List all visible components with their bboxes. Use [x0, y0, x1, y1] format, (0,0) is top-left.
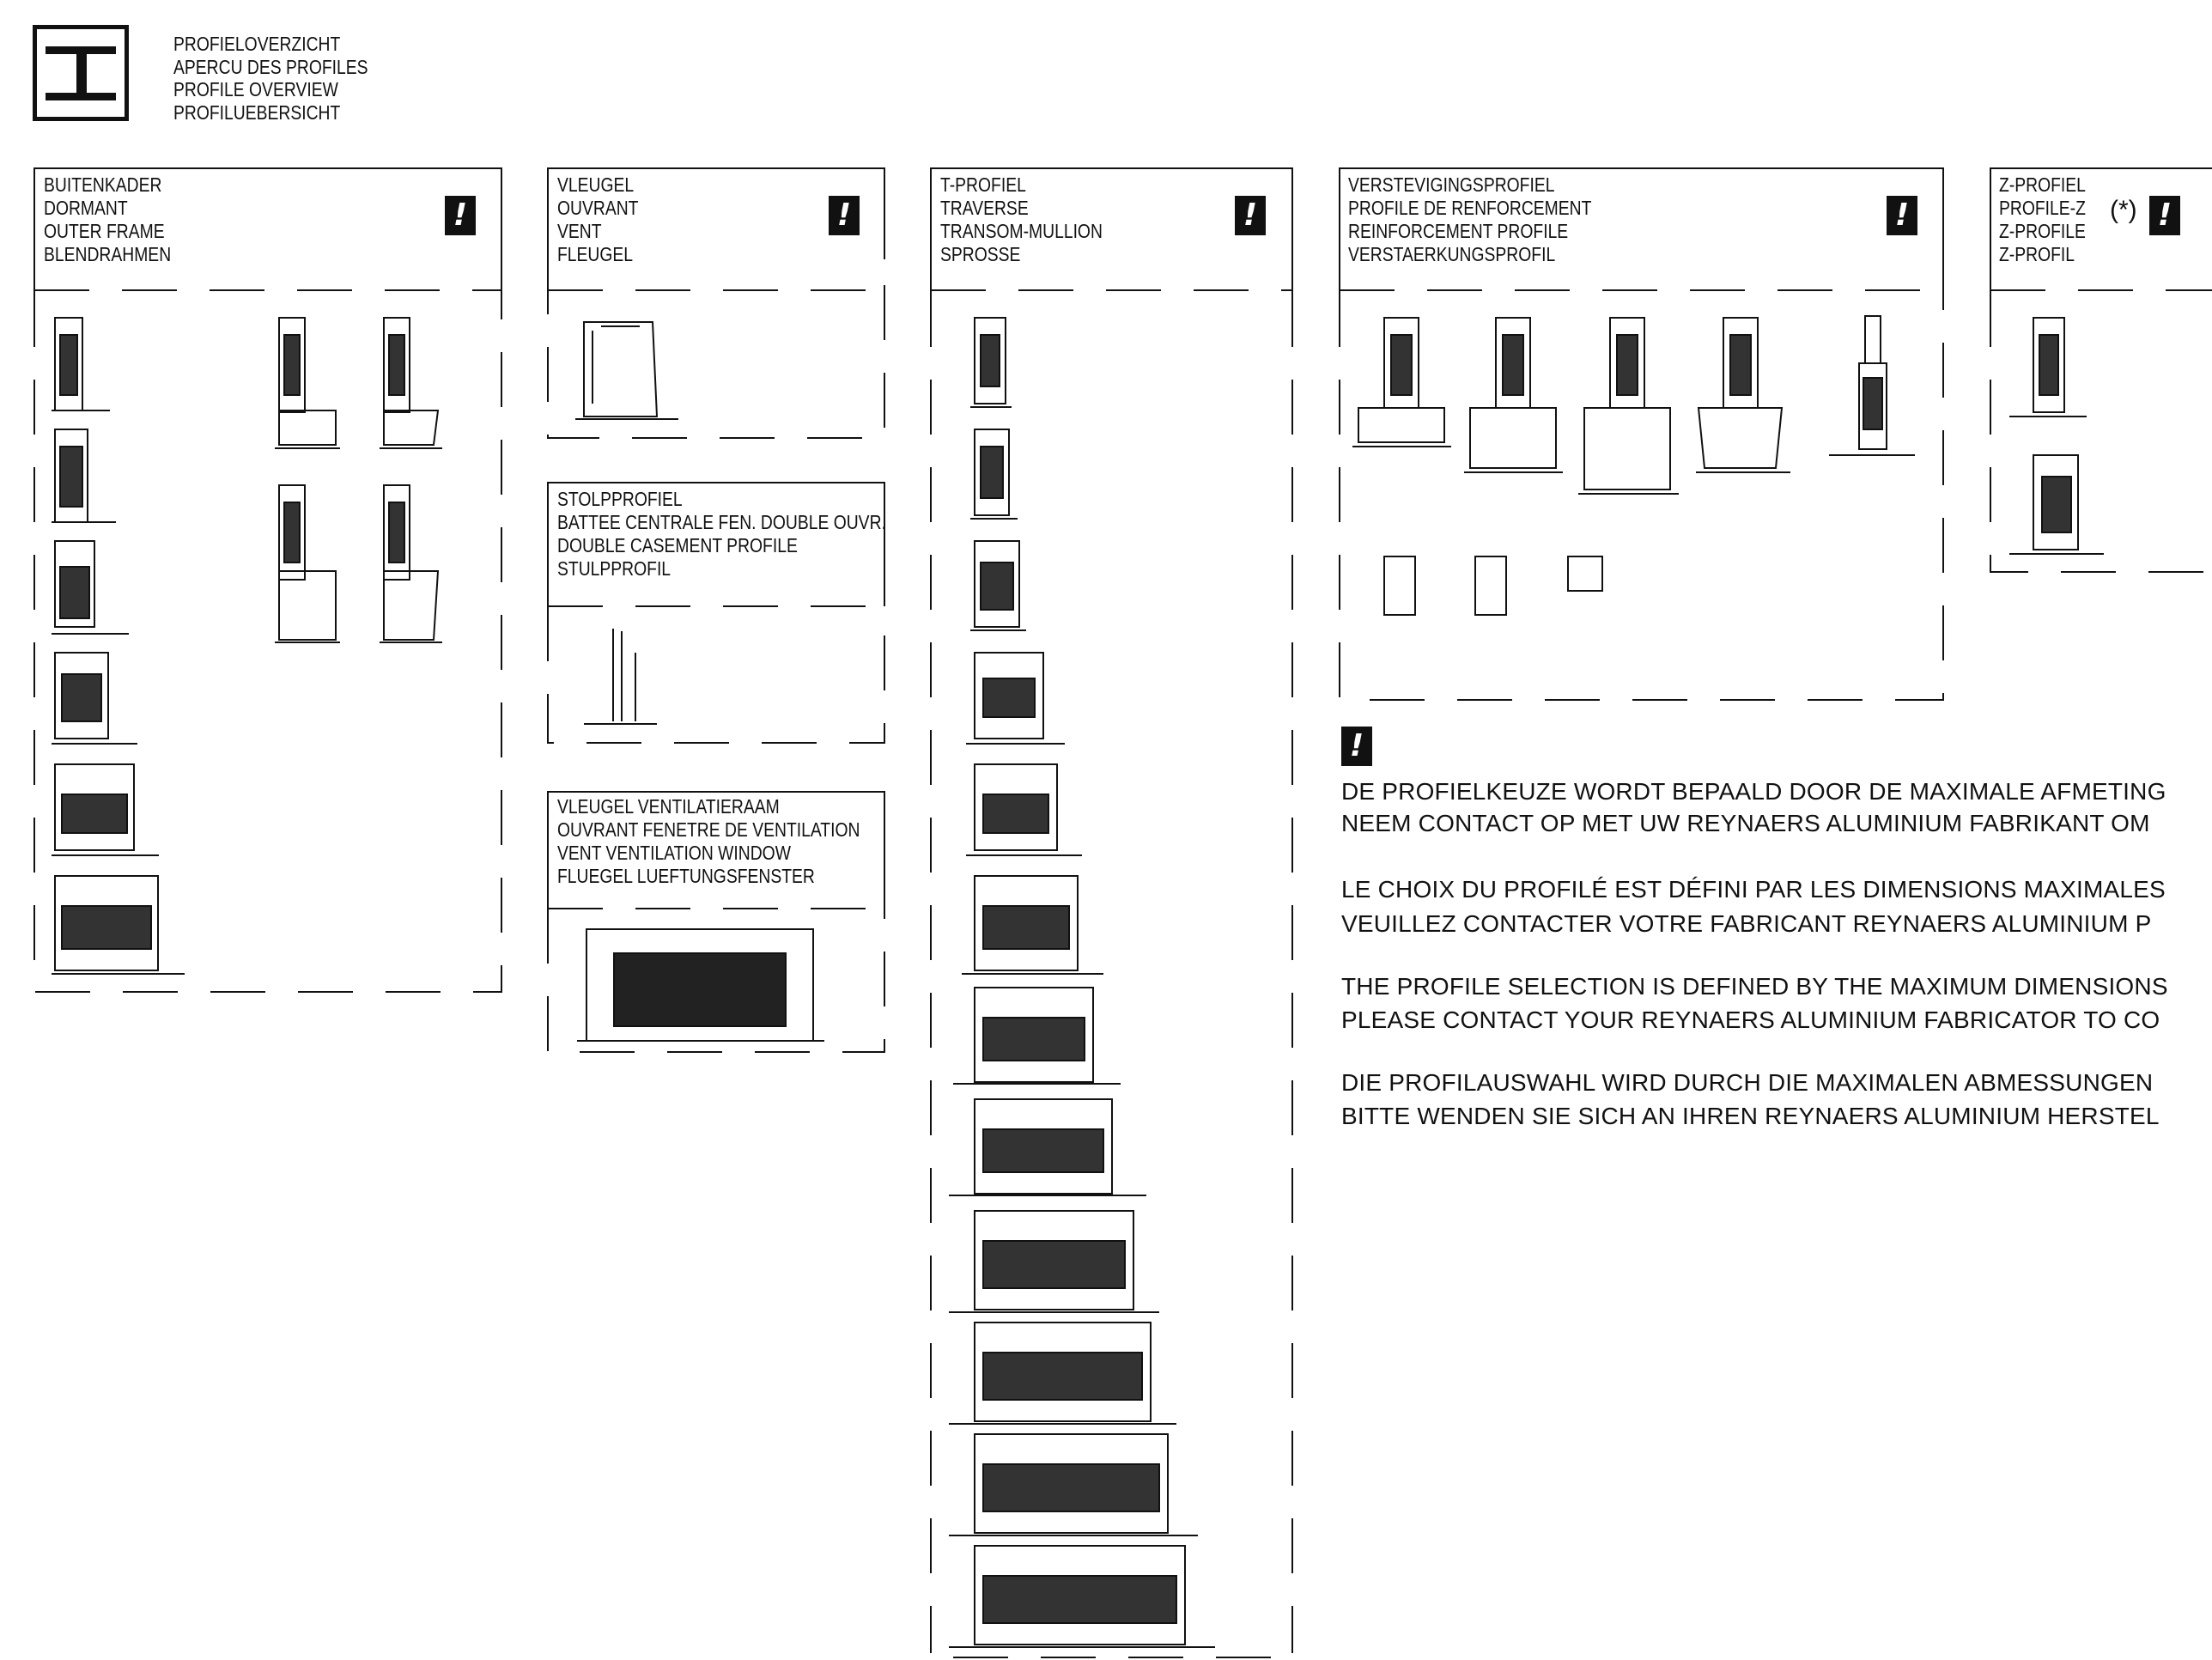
panel-title-reinforcement: VERSTEVIGINGSPROFIEL PROFILE DE RENFORCE… — [1348, 173, 1591, 266]
title-line: FLUEGEL LUEFTUNGSFENSTER — [557, 865, 815, 887]
panel-title-ventilation-vent: VLEUGEL VENTILATIERAAM OUVRANT FENETRE D… — [557, 795, 860, 888]
title-line: OUVRANT FENETRE DE VENTILATION — [557, 818, 860, 841]
profile-logo-icon — [33, 25, 129, 121]
title-line: VENT — [557, 220, 602, 242]
title-line: VLEUGEL VENTILATIERAAM — [557, 795, 780, 818]
note-line-en-2: PLEASE CONTACT YOUR REYNAERS ALUMINIUM F… — [1341, 1006, 2160, 1033]
warning-icon: ! — [829, 196, 860, 235]
panel-title-t-profile: T-PROFIEL TRAVERSE TRANSOM-MULLION SPROS… — [940, 173, 1103, 266]
title-line: STULPPROFIL — [557, 557, 672, 580]
title-line: BLENDRAHMEN — [44, 243, 172, 265]
title-line: OUTER FRAME — [44, 220, 165, 242]
header-line: PROFILE OVERVIEW — [173, 78, 338, 100]
note-line-de-1: DIE PROFILAUSWAHL WIRD DURCH DIE MAXIMAL… — [1341, 1069, 2154, 1096]
panel-title-vent: VLEUGEL OUVRANT VENT FLEUGEL — [557, 173, 638, 266]
panel-title-z-profile: Z-PROFIEL PROFILE-Z Z-PROFILE Z-PROFIL — [1999, 173, 2086, 266]
title-line: DORMANT — [44, 197, 128, 219]
title-line: VLEUGEL — [557, 173, 635, 196]
note-line-nl-1: DE PROFIELKEUZE WORDT BEPAALD DOOR DE MA… — [1341, 778, 2166, 805]
z-profile-drawings — [2009, 317, 2104, 555]
title-line: STOLPPROFIEL — [557, 488, 683, 510]
title-line: VERSTAERKUNGSPROFIL — [1348, 243, 1556, 265]
note-line-nl-2: NEEM CONTACT OP MET UW REYNAERS ALUMINIU… — [1341, 810, 2150, 836]
panel-title-double-casement: STOLPPROFIEL BATTEE CENTRALE FEN. DOUBLE… — [557, 488, 886, 581]
z-profile-marker: (*) — [2110, 196, 2137, 224]
title-line: DOUBLE CASEMENT PROFILE — [557, 534, 798, 556]
panel-title-outer-frame: BUITENKADER DORMANT OUTER FRAME BLENDRAH… — [44, 173, 171, 266]
title-line: OUVRANT — [557, 197, 639, 219]
title-line: SPROSSE — [940, 243, 1021, 265]
header-line: PROFILUEBERSICHT — [173, 100, 341, 124]
notes-warning-icon: ! — [1341, 727, 1372, 766]
document-header: PROFIELOVERZICHT APERCU DES PROFILES PRO… — [173, 33, 368, 124]
title-line: FLEUGEL — [557, 243, 634, 265]
title-line: Z-PROFIL — [1999, 243, 2075, 265]
title-line: PROFILE-Z — [1999, 197, 2086, 219]
t-profile-drawings — [949, 317, 1215, 1648]
title-line: VERSTEVIGINGSPROFIEL — [1348, 173, 1555, 196]
note-line-de-2: BITTE WENDEN SIE SICH AN IHREN REYNAERS … — [1341, 1103, 2160, 1129]
title-line: T-PROFIEL — [940, 173, 1026, 196]
header-line: PROFIELOVERZICHT — [173, 33, 341, 55]
header-line: APERCU DES PROFILES — [173, 55, 368, 78]
title-line: PROFILE DE RENFORCEMENT — [1348, 197, 1592, 219]
title-line: REINFORCEMENT PROFILE — [1348, 220, 1569, 242]
reinforcement-drawings — [1352, 315, 1915, 616]
warning-icon: ! — [2149, 196, 2180, 235]
note-line-fr-1: LE CHOIX DU PROFILÉ EST DÉFINI PAR LES D… — [1341, 876, 2166, 903]
title-line: TRAVERSE — [940, 197, 1029, 219]
title-line: TRANSOM-MULLION — [940, 220, 1103, 242]
warning-icon: ! — [1887, 196, 1917, 235]
title-line: Z-PROFIEL — [1999, 173, 2086, 196]
title-line: Z-PROFILE — [1999, 220, 2086, 242]
warning-icon: ! — [1235, 196, 1266, 235]
title-line: VENT VENTILATION WINDOW — [557, 842, 791, 864]
note-line-fr-2: VEUILLEZ CONTACTER VOTRE FABRICANT REYNA… — [1341, 910, 2152, 937]
vent-drawings — [575, 321, 824, 1042]
title-line: BUITENKADER — [44, 173, 162, 196]
title-line: BATTEE CENTRALE FEN. DOUBLE OUVR. — [557, 511, 886, 533]
outer-frame-drawings — [52, 317, 442, 975]
warning-icon: ! — [445, 196, 476, 235]
i-beam-icon — [46, 46, 116, 100]
note-line-en-1: THE PROFILE SELECTION IS DEFINED BY THE … — [1341, 973, 2168, 1000]
